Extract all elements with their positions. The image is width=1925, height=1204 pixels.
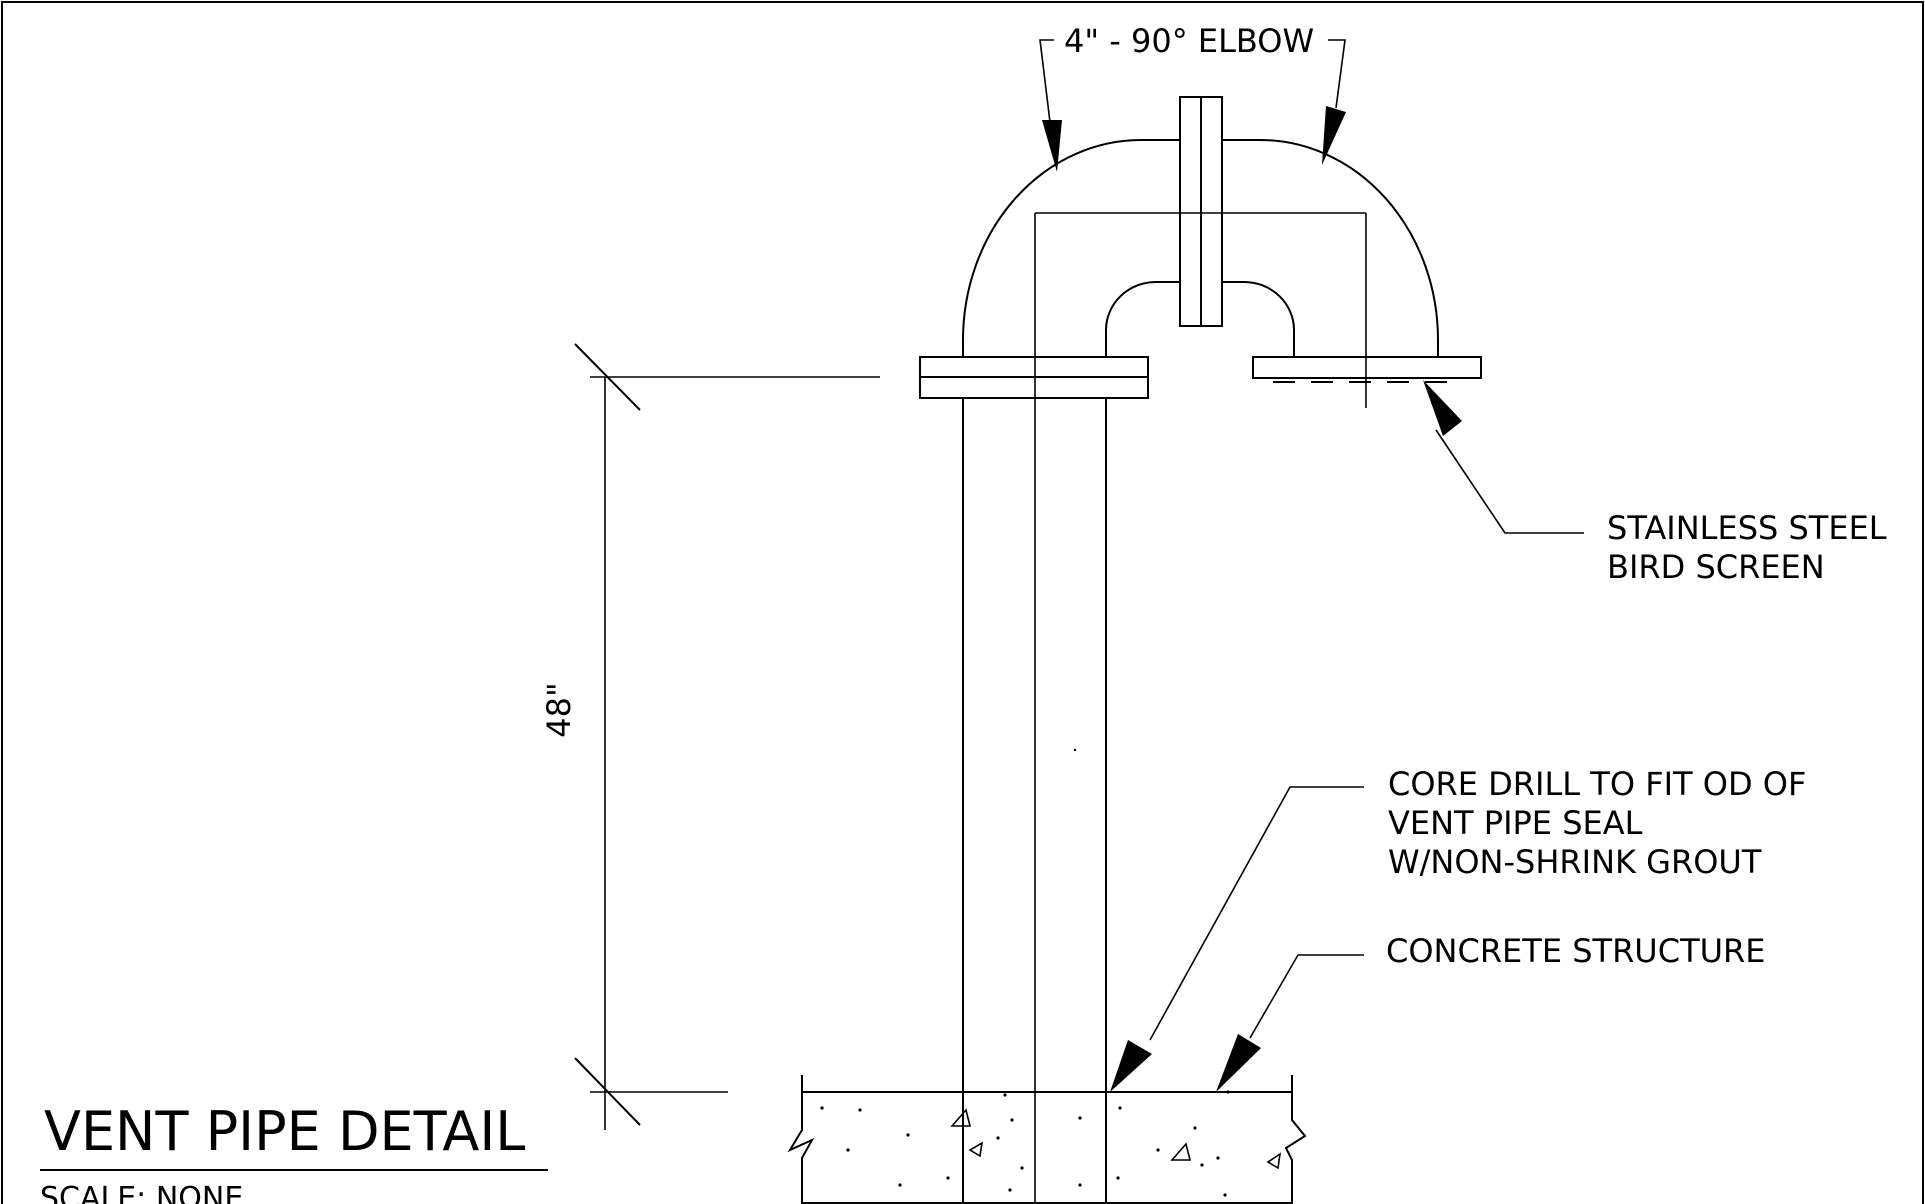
vent-pipe-riser <box>962 213 1107 1204</box>
elbow-fitting <box>962 139 1439 408</box>
core-drill-leader <box>1110 786 1364 1092</box>
concrete-label: CONCRETE STRUCTURE <box>1386 932 1765 970</box>
drawing-scale: SCALE: NONE <box>40 1181 243 1204</box>
dimension-text: 48" <box>540 682 578 737</box>
right-flange <box>1252 356 1482 379</box>
left-flange <box>919 356 1149 399</box>
elbow-leader <box>1039 39 1346 172</box>
bird-screen-label-line2: BIRD SCREEN <box>1607 548 1825 586</box>
concrete-leader <box>1216 954 1364 1092</box>
height-dimension: 48" <box>540 343 880 1130</box>
core-drill-label-line1: CORE DRILL TO FIT OD OF <box>1388 765 1806 803</box>
title-block: VENT PIPE DETAIL SCALE: NONE <box>40 1100 548 1204</box>
concrete-slab <box>787 748 1307 1204</box>
core-drill-label-line3: W/NON-SHRINK GROUT <box>1388 843 1762 881</box>
top-flange <box>1179 96 1223 327</box>
drawing-title: VENT PIPE DETAIL <box>44 1100 525 1163</box>
bird-screen-label-line1: STAINLESS STEEL <box>1607 509 1887 547</box>
core-drill-label-line2: VENT PIPE SEAL <box>1388 804 1643 842</box>
bird-screen-leader <box>1423 380 1584 534</box>
elbow-label: 4" - 90° ELBOW <box>1064 22 1314 60</box>
